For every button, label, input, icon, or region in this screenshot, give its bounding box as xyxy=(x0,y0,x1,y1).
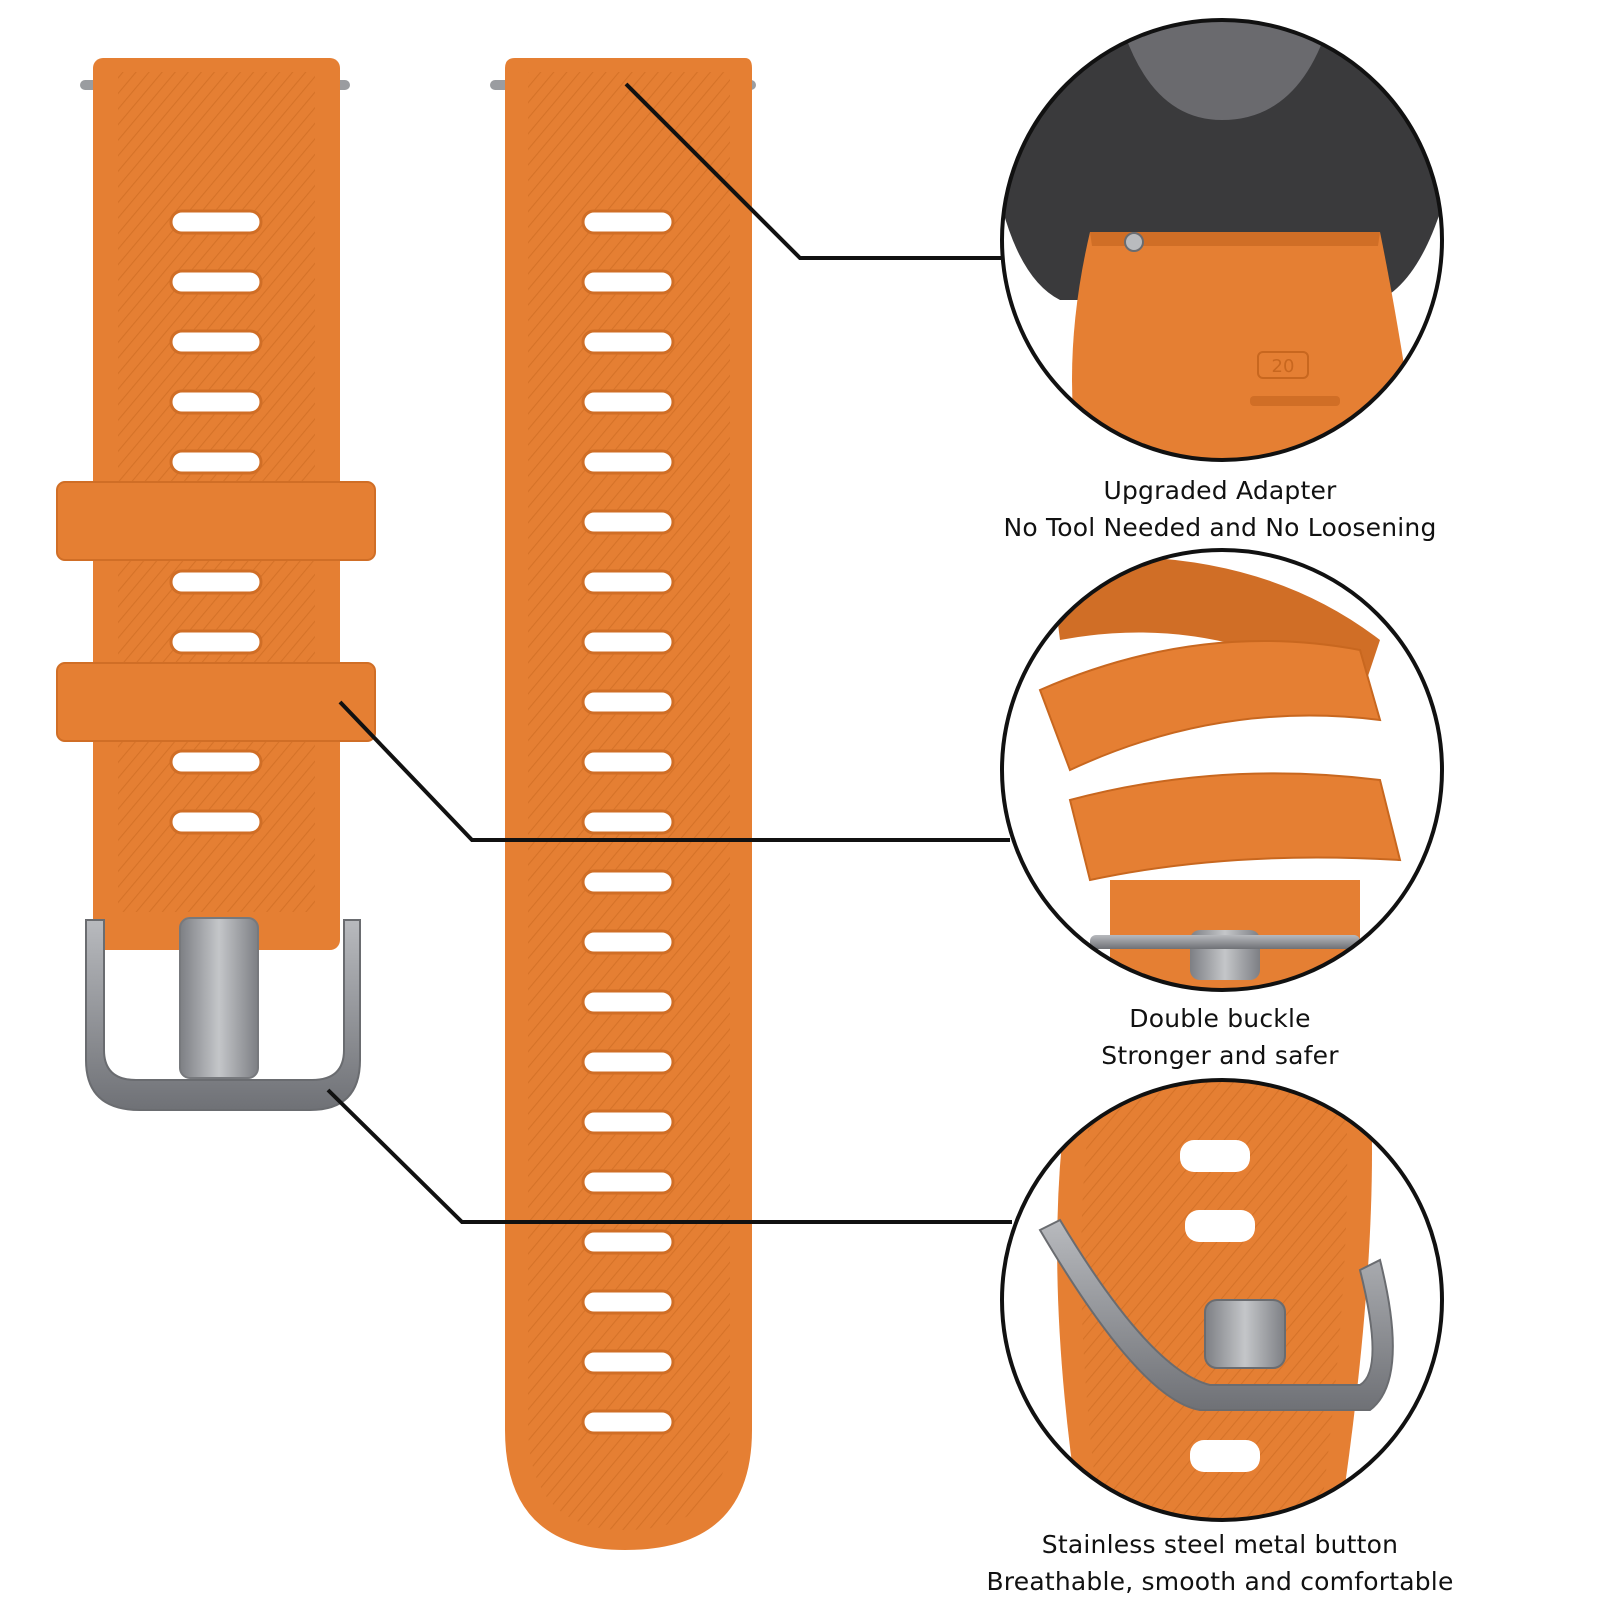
strap-hole xyxy=(581,989,675,1015)
quick-release-pin-icon xyxy=(1124,232,1144,252)
detail-circle-double-buckle xyxy=(1000,548,1444,992)
detail-circle-adapter: 20 xyxy=(1000,18,1444,462)
caption-metal-button: Stainless steel metal button Breathable,… xyxy=(980,1526,1460,1600)
strap-hole xyxy=(581,1049,675,1075)
strap-hole xyxy=(581,209,675,235)
strap-hole xyxy=(169,449,263,475)
strap-keeper-lower xyxy=(56,662,376,742)
strap-hole xyxy=(581,1409,675,1435)
strap-hole xyxy=(581,269,675,295)
callout-line-adapter xyxy=(624,82,1004,260)
long-strap-texture xyxy=(528,72,730,1530)
strap-hole xyxy=(169,569,263,595)
watch-case xyxy=(1002,20,1442,300)
strap-hole xyxy=(581,1349,675,1375)
keeper-loop-upper xyxy=(1038,640,1382,772)
strap-hole xyxy=(581,1169,675,1195)
caption-double-buckle: Double buckle Stronger and safer xyxy=(980,1000,1460,1074)
strap-hole xyxy=(581,449,675,475)
long-strap xyxy=(490,58,756,1550)
metal-button-icon xyxy=(1204,1299,1286,1369)
size-mark-text: 20 xyxy=(1272,356,1295,377)
callout-line-double-buckle xyxy=(338,700,1010,842)
caption-adapter-subtitle: No Tool Needed and No Loosening xyxy=(1003,513,1437,542)
strap-hole xyxy=(169,269,263,295)
strap-hole xyxy=(169,629,263,655)
strap-hole xyxy=(581,569,675,595)
strap-hole xyxy=(581,629,675,655)
callout-line-metal-button xyxy=(326,1088,1012,1224)
strap-hole xyxy=(581,809,675,835)
caption-metal-button-title: Stainless steel metal button xyxy=(1041,1530,1399,1559)
strap-hole xyxy=(169,809,263,835)
strap-hole xyxy=(581,1289,675,1315)
buckle-icon xyxy=(85,919,361,1111)
strap-hole xyxy=(581,869,675,895)
strap-hole xyxy=(169,749,263,775)
strap-hole xyxy=(581,689,675,715)
caption-double-buckle-subtitle: Stronger and safer xyxy=(1101,1041,1339,1070)
strap-hole xyxy=(581,1109,675,1135)
buckle-frame-detail xyxy=(1038,1218,1394,1411)
strap-hole xyxy=(581,389,675,415)
strap-hole xyxy=(581,1229,675,1255)
strap-hole xyxy=(581,329,675,355)
buckle-strap-holes xyxy=(169,209,263,835)
keeper-loop-lower xyxy=(1068,772,1402,882)
strap-hole xyxy=(169,209,263,235)
caption-metal-button-subtitle: Breathable, smooth and comfortable xyxy=(986,1567,1454,1596)
strap-hole xyxy=(169,329,263,355)
caption-double-buckle-title: Double buckle xyxy=(1129,1004,1311,1033)
adapter-strap-end xyxy=(1072,232,1420,460)
detail-circle-metal-button xyxy=(1000,1078,1444,1522)
buckle-strap xyxy=(56,58,376,1111)
strap-hole xyxy=(581,749,675,775)
long-strap-holes xyxy=(581,209,675,1435)
strap-hole xyxy=(581,929,675,955)
caption-adapter-title: Upgraded Adapter xyxy=(1103,476,1337,505)
caption-adapter: Upgraded Adapter No Tool Needed and No L… xyxy=(980,472,1460,546)
buckle-tongue xyxy=(179,917,259,1079)
strap-hole xyxy=(169,389,263,415)
strap-hole xyxy=(581,509,675,535)
size-mark-badge xyxy=(1257,351,1309,379)
strap-keeper-upper xyxy=(56,481,376,561)
